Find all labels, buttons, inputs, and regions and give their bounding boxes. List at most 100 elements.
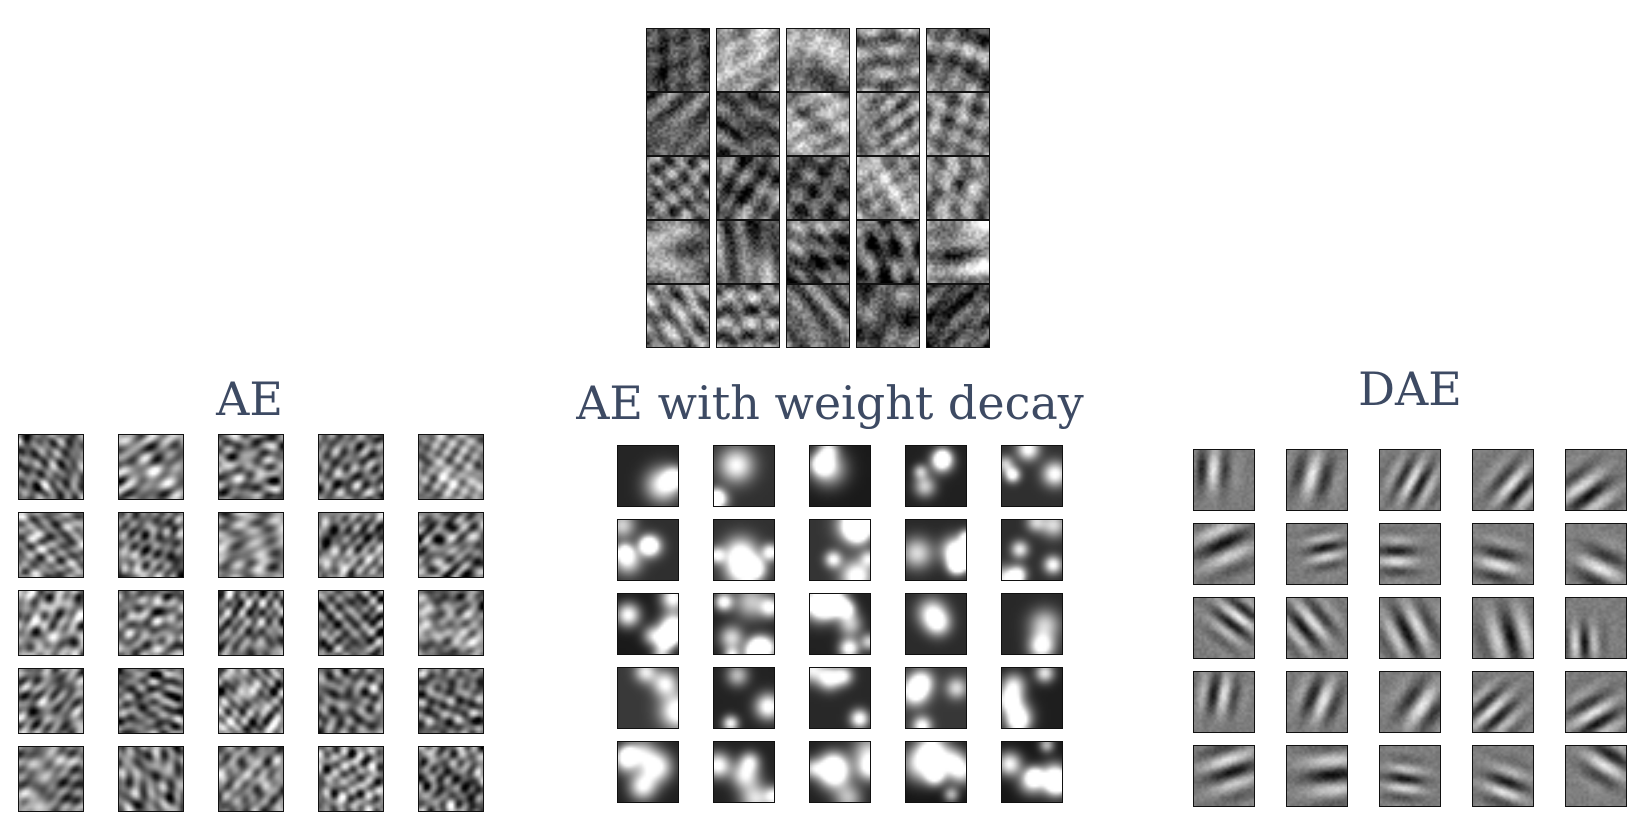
top-filter-tile [716,156,780,220]
input-patches-grid [646,28,990,348]
top-filter-image [787,29,849,91]
top-filter-tile [646,156,710,220]
dae-filter-image [1287,746,1347,806]
dae-filter-image [1287,672,1347,732]
top-filter-tile [716,28,780,92]
ae-filter-image [19,513,83,577]
wd-filter-image [906,668,966,728]
wd-filter-image [714,668,774,728]
top-filter-image [927,93,989,155]
ae-filter-tile [18,434,84,500]
wd-filter-tile [1001,519,1063,581]
wd-filter-image [714,446,774,506]
wd-filter-image [714,520,774,580]
top-filter-image [927,221,989,283]
dae-filter-image [1473,672,1533,732]
wd-filter-tile [905,741,967,803]
ae-weight-decay-filters-grid [617,445,1063,803]
top-filter-tile [926,92,990,156]
wd-filter-image [810,668,870,728]
top-filter-image [647,29,709,91]
top-filter-image [787,221,849,283]
ae-filter-tile [418,668,484,734]
wd-filter-tile [809,667,871,729]
ae-filter-tile [218,746,284,812]
wd-filter-tile [809,741,871,803]
top-filter-tile [856,28,920,92]
wd-filter-tile [809,445,871,507]
top-filter-tile [856,284,920,348]
ae-filter-image [219,513,283,577]
dae-filter-tile [1286,745,1348,807]
wd-filter-tile [905,593,967,655]
ae-filter-tile [118,668,184,734]
dae-filter-image [1194,450,1254,510]
ae-filter-tile [118,512,184,578]
wd-filter-tile [617,667,679,729]
wd-filter-tile [617,445,679,507]
ae-weight-decay-title: AE with weight decay [576,376,1084,430]
top-filter-image [647,157,709,219]
dae-filter-tile [1379,671,1441,733]
dae-filter-image [1566,672,1626,732]
ae-filter-image [419,669,483,733]
wd-filter-image [1002,446,1062,506]
wd-filter-tile [809,519,871,581]
top-filter-tile [786,284,850,348]
dae-filter-tile [1286,671,1348,733]
ae-filter-tile [318,668,384,734]
top-filter-image [857,93,919,155]
top-filter-image [717,285,779,347]
dae-filter-image [1473,746,1533,806]
top-filter-image [857,157,919,219]
wd-filter-image [1002,594,1062,654]
top-filter-image [927,157,989,219]
wd-filter-image [618,446,678,506]
dae-filter-image [1287,450,1347,510]
top-filter-image [857,29,919,91]
ae-filter-image [219,591,283,655]
ae-filter-tile [218,434,284,500]
dae-filter-tile [1379,523,1441,585]
top-filter-tile [926,220,990,284]
ae-filter-image [319,747,383,811]
dae-filter-image [1380,746,1440,806]
dae-filter-tile [1286,449,1348,511]
wd-filter-tile [905,519,967,581]
wd-filter-tile [617,519,679,581]
dae-filter-image [1566,598,1626,658]
wd-filter-tile [713,741,775,803]
dae-filter-tile [1472,449,1534,511]
ae-title: AE [216,372,283,426]
wd-filter-tile [713,593,775,655]
top-filter-image [717,93,779,155]
ae-filter-image [419,591,483,655]
top-filter-image [857,285,919,347]
ae-filter-image [419,513,483,577]
wd-filter-image [810,446,870,506]
top-filter-tile [646,28,710,92]
wd-filter-image [618,594,678,654]
top-filter-image [717,221,779,283]
wd-filter-tile [1001,741,1063,803]
top-filter-tile [926,156,990,220]
dae-filter-tile [1472,597,1534,659]
wd-filter-image [810,594,870,654]
ae-filter-image [419,747,483,811]
wd-filter-tile [905,445,967,507]
ae-filter-image [319,435,383,499]
top-filter-image [647,221,709,283]
dae-filter-image [1287,598,1347,658]
dae-filter-tile [1193,523,1255,585]
wd-filter-tile [809,593,871,655]
ae-filter-tile [318,512,384,578]
wd-filter-image [810,520,870,580]
wd-filter-image [618,520,678,580]
ae-filter-tile [318,434,384,500]
ae-filter-image [219,435,283,499]
dae-filter-image [1287,524,1347,584]
wd-filter-image [906,446,966,506]
top-filter-tile [646,284,710,348]
top-filter-tile [786,220,850,284]
top-filter-tile [786,28,850,92]
